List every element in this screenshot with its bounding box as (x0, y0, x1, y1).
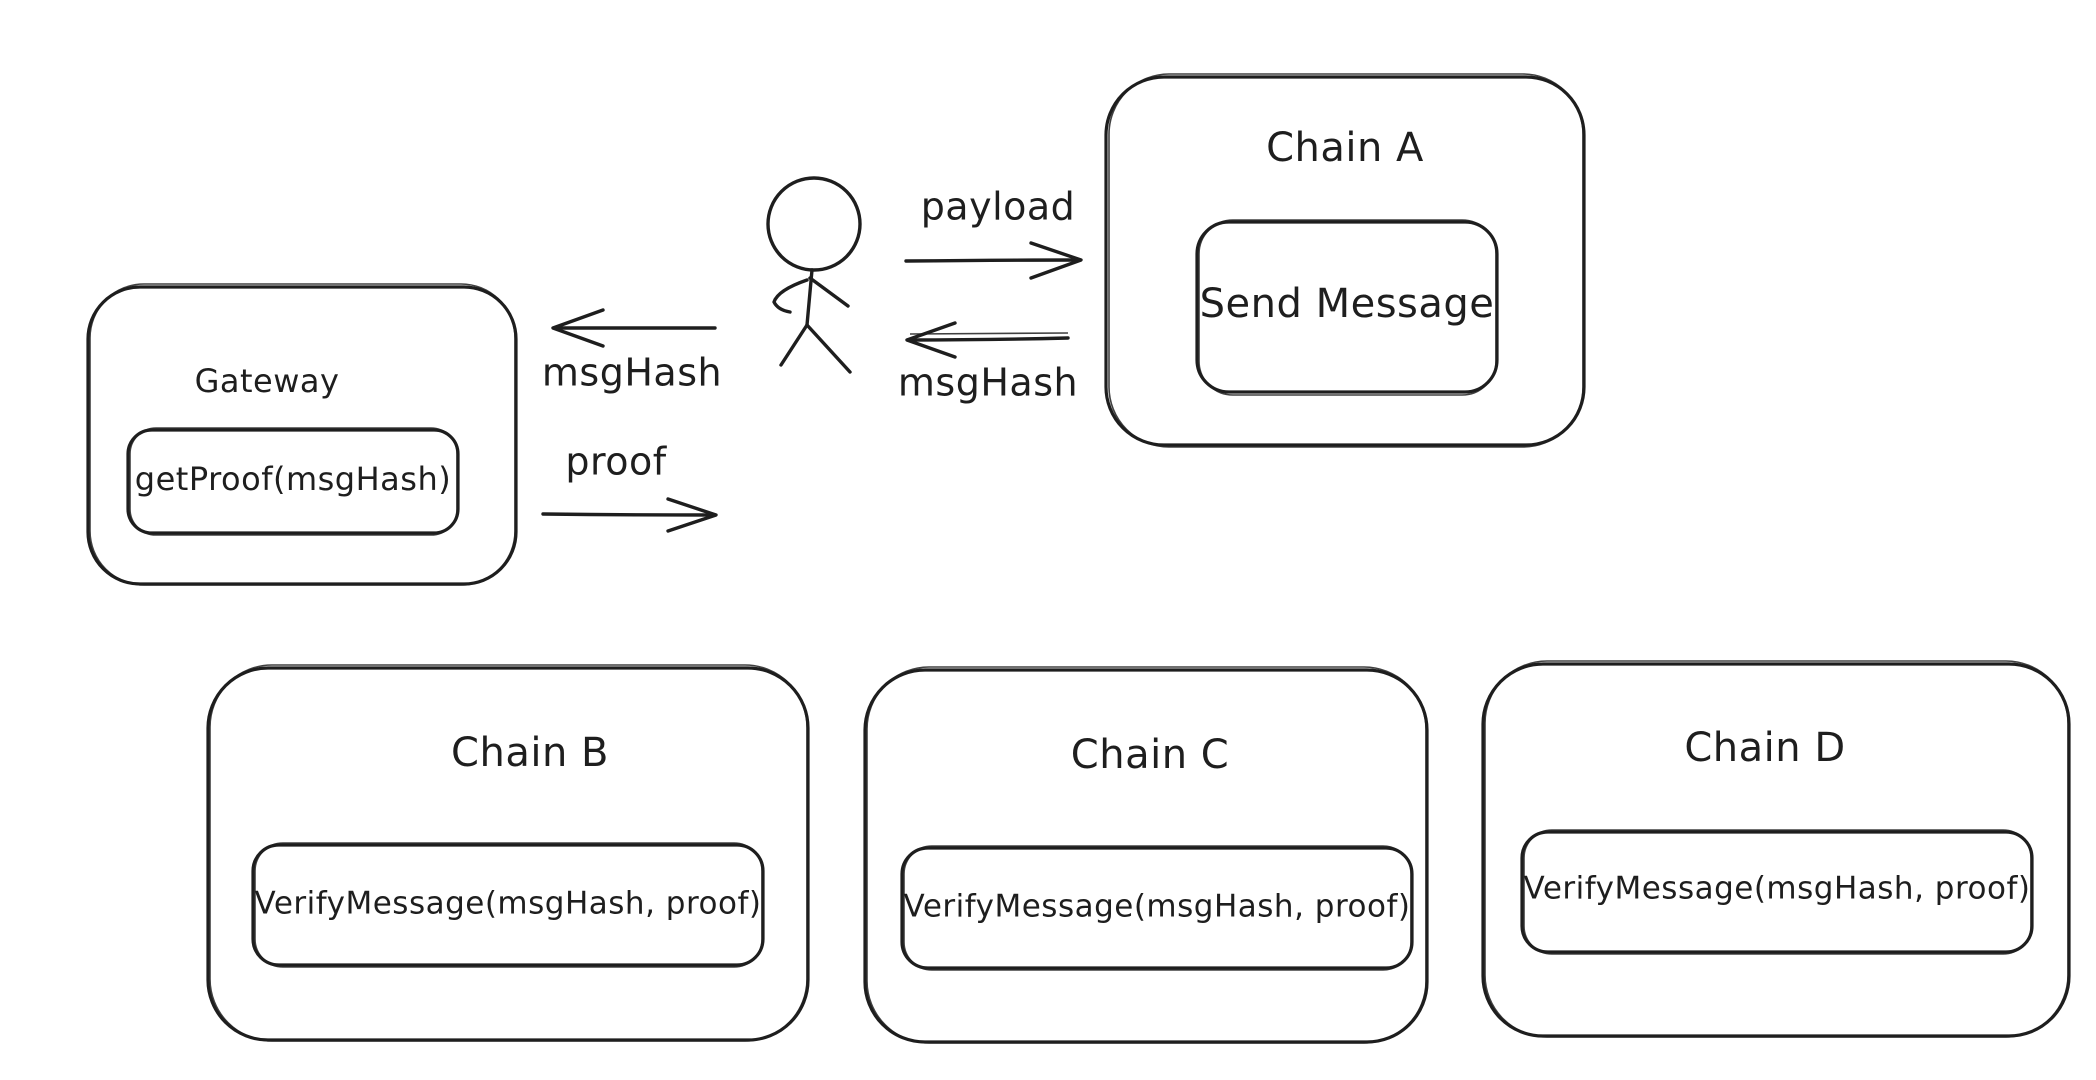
user-right-arm (808, 276, 850, 308)
chain-c-verify-box-sketch (903, 845, 1412, 971)
chain-b-title: Chain B (451, 730, 609, 776)
arrow-payload-head (1029, 241, 1083, 280)
arrow-proof: proof (541, 440, 718, 533)
chain-a-node: Chain A Send Message (1104, 73, 1586, 448)
chain-a-box (1104, 75, 1586, 447)
chain-b-verify-box-sketch (254, 842, 763, 968)
arrow-proof-shaft (541, 512, 717, 517)
chain-d-verify-label: VerifyMessage(msgHash, proof) (1524, 871, 2031, 907)
chain-a-box-sketch (1108, 73, 1584, 448)
arrow-msghash-return-shaft (906, 336, 1070, 342)
send-message-box (1195, 220, 1499, 394)
chain-c-box-sketch (866, 666, 1427, 1044)
arrow-proof-label: proof (565, 440, 667, 484)
chain-b-box-sketch (209, 664, 808, 1042)
chain-b-verify-label: VerifyMessage(msgHash, proof) (255, 886, 762, 922)
user-head (766, 176, 862, 272)
user-left-leg (779, 323, 809, 367)
chain-d-box (1481, 662, 2071, 1038)
chain-d-verify-box (1520, 830, 2034, 954)
user-left-arm (772, 278, 809, 314)
arrow-msghash-return-label: msgHash (898, 361, 1078, 405)
chain-d-title: Chain D (1684, 725, 1845, 771)
chain-b-box (206, 666, 810, 1042)
get-proof-label: getProof(msgHash) (135, 460, 451, 498)
arrow-msghash-return-head (905, 321, 957, 359)
chain-c-box (863, 668, 1429, 1044)
get-proof-box-sketch (129, 427, 458, 536)
arrow-msghash-gateway-label: msgHash (542, 351, 722, 395)
arrow-proof-head (666, 497, 718, 533)
chain-d-node: Chain D VerifyMessage(msgHash, proof) (1481, 660, 2071, 1038)
chain-d-verify-box-sketch (1523, 829, 2032, 955)
user-right-leg (805, 323, 852, 374)
arrow-msghash-return: msgHash (898, 321, 1078, 405)
arrow-payload: payload (904, 185, 1083, 280)
gateway-box-sketch (89, 283, 516, 586)
get-proof-box (126, 428, 460, 535)
chain-b-node: Chain B VerifyMessage(msgHash, proof) (206, 664, 810, 1042)
chain-c-verify-box (900, 846, 1414, 970)
chain-a-title: Chain A (1266, 125, 1424, 171)
chain-b-verify-box (251, 843, 765, 967)
send-message-label: Send Message (1200, 281, 1495, 327)
arrow-payload-label: payload (921, 185, 1076, 229)
chain-d-box-sketch (1484, 660, 2069, 1038)
gateway-title: Gateway (195, 362, 340, 400)
gateway-box (86, 285, 518, 586)
user-figure (766, 176, 862, 374)
arrow-msghash-gateway: msgHash (542, 308, 722, 395)
arrow-msghash-return-shaft-sketch (909, 332, 1069, 335)
arrow-payload-shaft (904, 258, 1082, 263)
gateway-node: Gateway getProof(msgHash) (86, 283, 518, 586)
chain-c-title: Chain C (1071, 732, 1229, 778)
chain-c-verify-label: VerifyMessage(msgHash, proof) (904, 889, 1411, 925)
send-message-box-sketch (1198, 219, 1497, 396)
chain-c-node: Chain C VerifyMessage(msgHash, proof) (863, 666, 1429, 1044)
arrow-msghash-gateway-head (551, 308, 605, 348)
